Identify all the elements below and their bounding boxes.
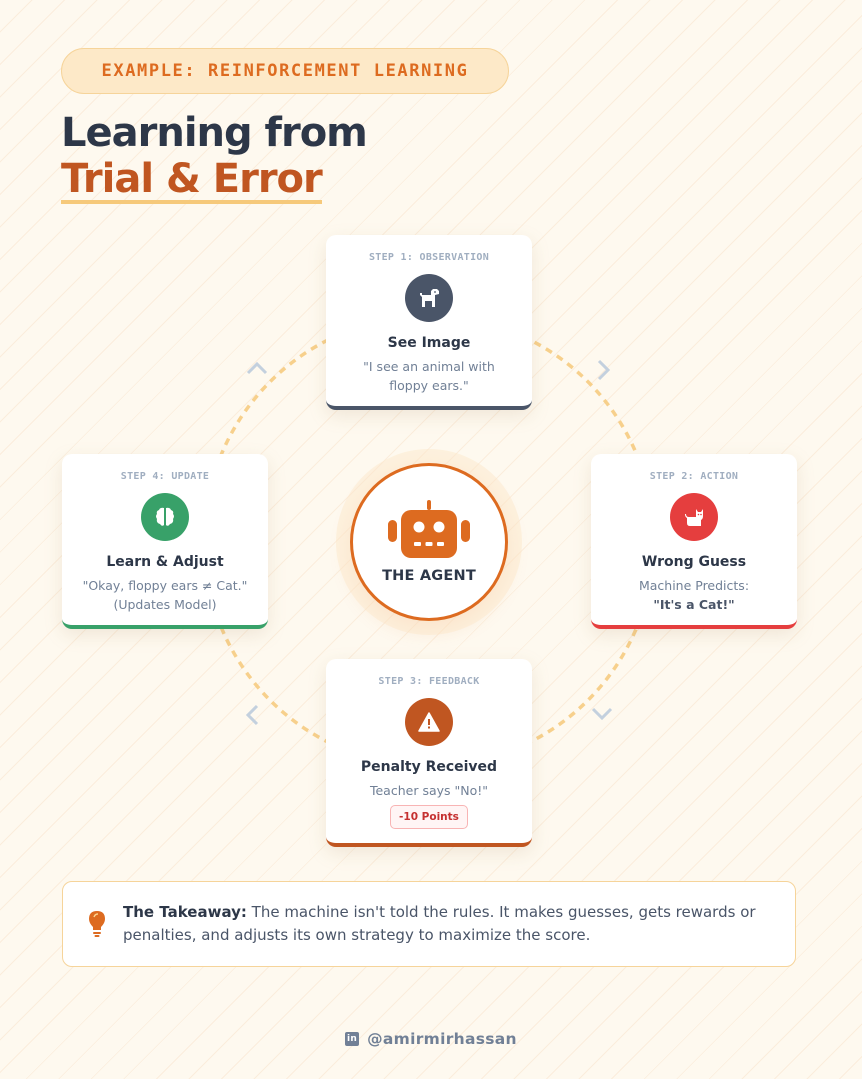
step-description: Machine Predicts: (638, 578, 750, 593)
takeaway-box: The Takeaway: The machine isn't told the… (62, 881, 796, 967)
step-prediction: "It's a Cat!" (653, 597, 735, 612)
chevron-right-icon (597, 359, 611, 381)
step-title: Learn & Adjust (106, 554, 224, 570)
author-handle: @amirmirhassan (367, 1030, 517, 1048)
cat-icon (670, 493, 718, 541)
step-title: Penalty Received (360, 759, 498, 775)
takeaway-text: The Takeaway: The machine isn't told the… (123, 901, 773, 947)
title-line-1: Learning from (61, 110, 368, 156)
step-label: STEP 1: OBSERVATION (368, 252, 490, 263)
page-title: Learning from Trial & Error (61, 110, 368, 204)
step-card-update: STEP 4: UPDATE Learn & Adjust "Okay, flo… (62, 454, 268, 629)
agent-node: THE AGENT (350, 463, 508, 621)
takeaway-lead: The Takeaway: (123, 903, 247, 921)
step-title: See Image (387, 335, 471, 351)
lightbulb-icon (89, 911, 105, 937)
step-label: STEP 4: UPDATE (120, 471, 210, 482)
robot-icon (388, 500, 470, 558)
step-description-block: "Okay, floppy ears ≠ Cat." (Updates Mode… (62, 576, 268, 614)
step-description-block: Machine Predicts: "It's a Cat!" (591, 576, 797, 614)
linkedin-icon: in (345, 1032, 360, 1046)
step-description: Teacher says "No!" (369, 783, 489, 798)
agent-label: THE AGENT (382, 568, 476, 584)
author-credit: in @amirmirhassan (0, 1030, 862, 1048)
step-label: STEP 2: ACTION (649, 471, 739, 482)
chevron-left-icon (245, 704, 259, 726)
penalty-badge: -10 Points (390, 805, 468, 829)
step-card-feedback: STEP 3: FEEDBACK Penalty Received Teache… (326, 659, 532, 847)
takeaway-body: The machine isn't told the rules. It mak… (123, 903, 756, 944)
chevron-up-icon (246, 361, 268, 375)
topic-badge-label: EXAMPLE: REINFORCEMENT LEARNING (101, 61, 469, 81)
title-line-2: Trial & Error (61, 156, 323, 204)
dog-icon (405, 274, 453, 322)
step-description: "I see an animal with floppy ears." (363, 359, 495, 393)
step-description-note: (Updates Model) (113, 597, 217, 612)
brain-icon (141, 493, 189, 541)
step-card-observation: STEP 1: OBSERVATION See Image "I see an … (326, 235, 532, 410)
step-title: Wrong Guess (641, 554, 747, 570)
step-card-action: STEP 2: ACTION Wrong Guess Machine Predi… (591, 454, 797, 629)
chevron-down-icon (591, 707, 613, 721)
step-description: "Okay, floppy ears ≠ Cat." (82, 578, 248, 593)
warning-icon (405, 698, 453, 746)
step-label: STEP 3: FEEDBACK (378, 676, 480, 687)
topic-badge: EXAMPLE: REINFORCEMENT LEARNING (61, 48, 509, 94)
